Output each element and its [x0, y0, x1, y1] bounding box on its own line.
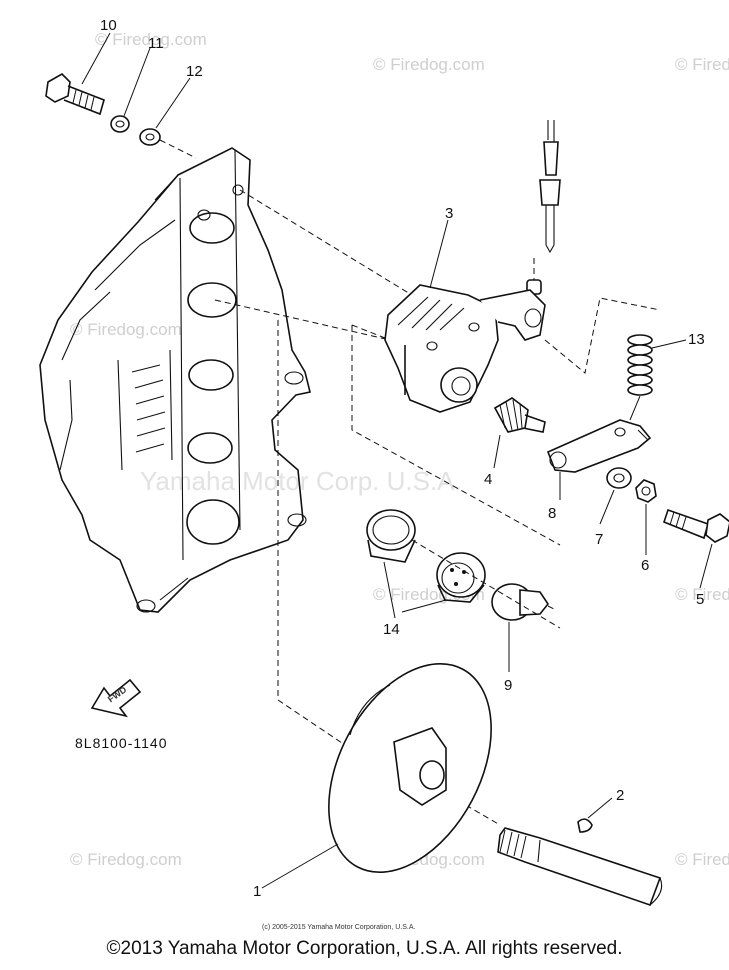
callout-leaders [81, 32, 713, 889]
callout-11: 11 [148, 35, 164, 52]
throttle-housing-3 [384, 284, 546, 413]
callout-5: 5 [696, 591, 704, 608]
throttle-cable [526, 120, 561, 295]
nut-6 [635, 479, 657, 503]
washer-12 [139, 128, 161, 146]
callout-3: 3 [445, 205, 453, 222]
part-code: 8L8100-1140 [75, 735, 167, 751]
spring-13 [627, 334, 653, 421]
cap-14 [366, 509, 416, 563]
callout-12: 12 [186, 63, 203, 80]
shaft [497, 827, 663, 907]
callout-2: 2 [616, 787, 624, 804]
copyright-footer: ©2013 Yamaha Motor Corporation, U.S.A. A… [106, 938, 623, 959]
cap-9 [491, 583, 557, 621]
callout-8: 8 [548, 505, 556, 522]
watermark: © Firedog.com [95, 30, 207, 49]
disc-1 [328, 662, 492, 874]
callouts: 10 11 12 3 13 4 8 7 6 5 14 9 2 1 [100, 17, 705, 900]
washer-7 [606, 467, 632, 489]
bolt-5 [663, 508, 729, 543]
watermark: © Firedog.com [675, 55, 729, 74]
bolt-10 [45, 73, 105, 116]
callout-6: 6 [641, 557, 649, 574]
key-2 [577, 818, 593, 833]
callout-13: 13 [688, 331, 705, 348]
callout-10: 10 [100, 17, 117, 34]
callout-4: 4 [484, 471, 492, 488]
gear-shaft-4 [493, 397, 546, 433]
watermark: © Firedog.com [70, 850, 182, 869]
pulley-14 [436, 552, 486, 603]
watermark: © Firedog.com [675, 585, 729, 604]
callout-1: 1 [253, 883, 261, 900]
callout-7: 7 [595, 531, 603, 548]
washer-11 [110, 115, 130, 133]
bracket-housing [39, 147, 311, 613]
callout-9: 9 [504, 677, 512, 694]
callout-14: 14 [383, 621, 400, 638]
watermark: © Firedog.com [373, 55, 485, 74]
watermark: © Firedog.com [70, 320, 182, 339]
small-copyright: (c) 2005-2015 Yamaha Motor Corporation, … [262, 924, 415, 931]
lever-8 [546, 419, 652, 473]
fwd-arrow-icon: FWD [90, 678, 142, 718]
watermark: © Firedog.com [675, 850, 729, 869]
